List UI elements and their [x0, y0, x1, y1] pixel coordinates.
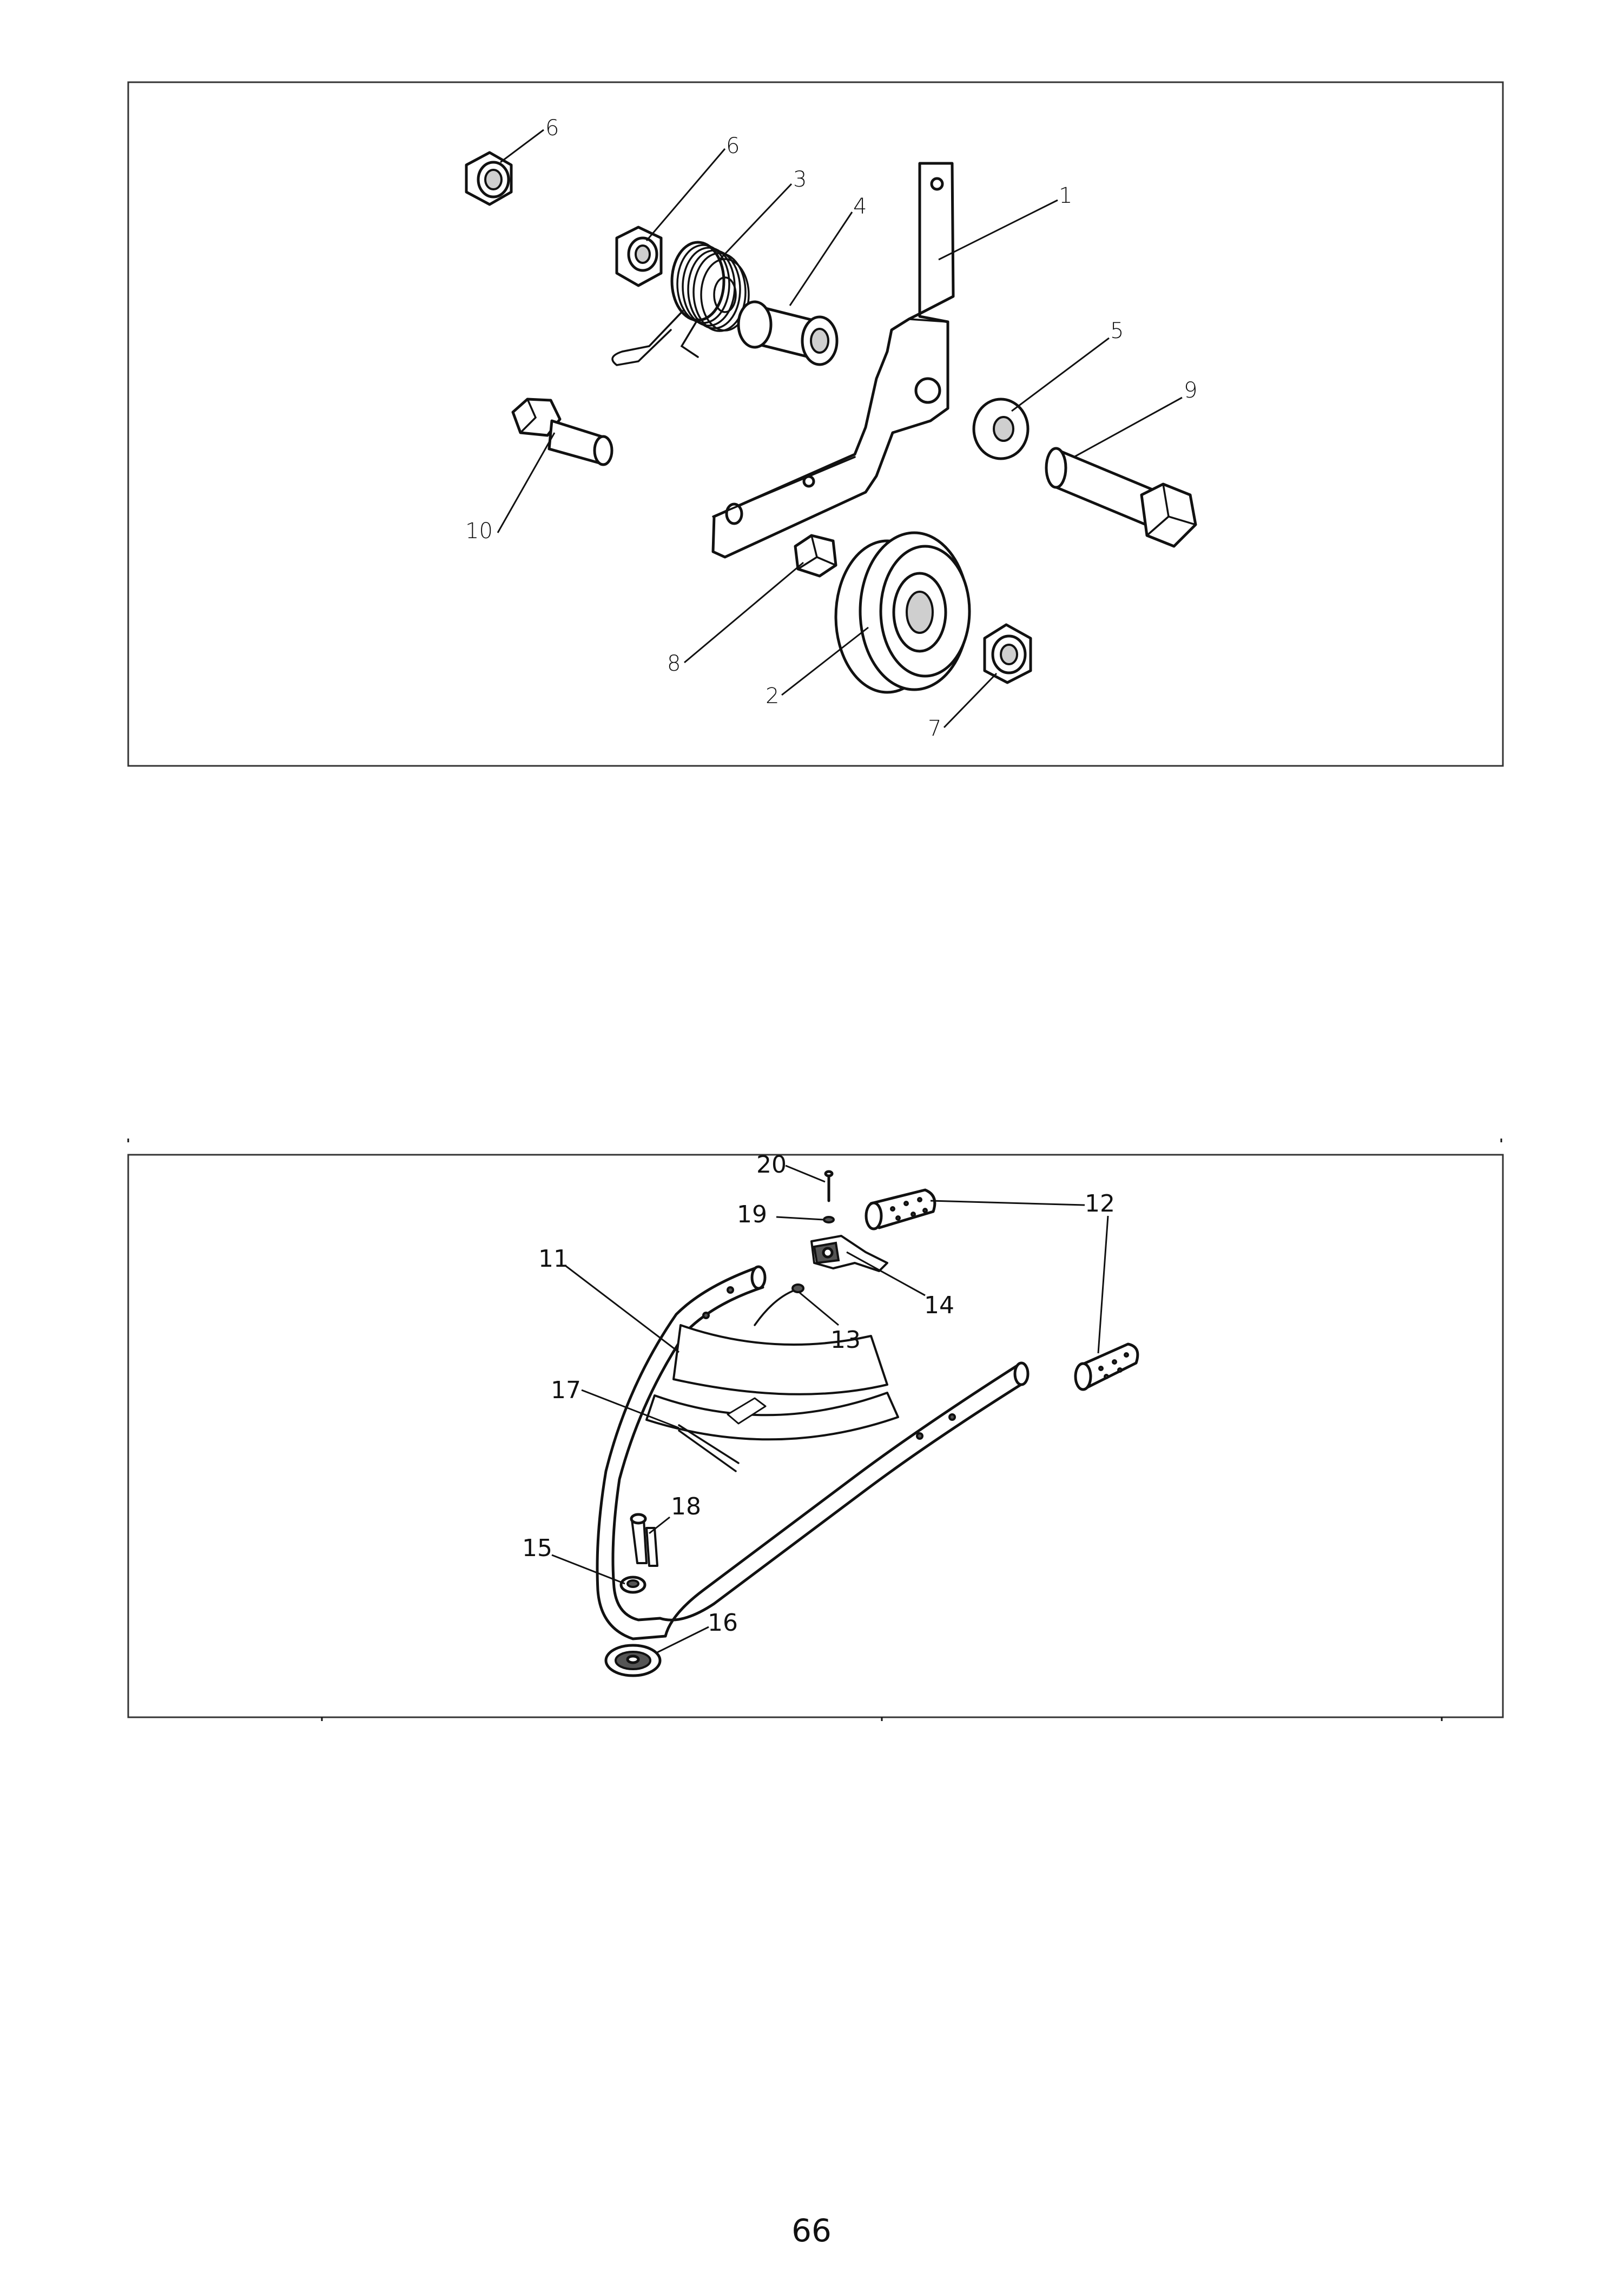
label-part-5: 5: [1110, 319, 1124, 343]
end-cap-part-16: [604, 1644, 662, 1677]
lock-nut-part-7: [983, 623, 1032, 684]
leader-lines-top: [497, 129, 1183, 729]
hex-nut-part-6b: [615, 226, 663, 287]
idler-assembly-diagram: 6 6 3 4 1 5 9 10 8 2 7: [127, 81, 1504, 767]
part-labels-bottom: 20 19 12 11 14 13 17 18 15 16: [522, 1151, 1115, 1637]
pulley-part-2: [834, 531, 971, 694]
hex-bolt-part-10: [511, 398, 613, 466]
diagram-frame-bottom: [127, 1154, 1504, 1718]
diagram-frame-top: [127, 81, 1504, 767]
idler-arm-part-1: [711, 162, 955, 559]
handlebar-frame-part-11: [596, 1265, 1030, 1640]
label-part-7: 7: [928, 716, 941, 741]
nut-part-15: [619, 1576, 646, 1594]
leader-lines-bottom: [551, 1164, 1109, 1653]
label-part-14: 14: [924, 1292, 954, 1319]
label-part-19: 19: [737, 1201, 767, 1228]
label-part-11: 11: [538, 1245, 569, 1273]
label-part-15: 15: [522, 1534, 552, 1562]
hex-nut-part-6a: [465, 151, 513, 206]
hex-bolt-part-9: [1045, 447, 1197, 548]
label-part-2: 2: [766, 684, 779, 709]
hand-grip-part-12b: [1074, 1342, 1139, 1391]
label-part-8: 8: [667, 651, 681, 676]
label-part-6b: 6: [726, 134, 740, 158]
washer-part-5: [972, 398, 1030, 460]
washer-part-19: [823, 1216, 835, 1223]
hex-nut-part-8: [794, 534, 837, 578]
screw-part-20: [824, 1170, 834, 1202]
label-part-17: 17: [551, 1377, 581, 1404]
label-part-13: 13: [830, 1326, 861, 1354]
label-part-18: 18: [671, 1493, 701, 1520]
label-part-6a: 6: [545, 116, 559, 141]
pivot-bolt-part-18: [630, 1513, 658, 1567]
hand-grip-part-12a: [865, 1188, 936, 1230]
label-part-10: 10: [465, 519, 493, 544]
label-part-20: 20: [756, 1151, 787, 1179]
torsion-spring-part-3: [611, 241, 750, 366]
label-part-16: 16: [708, 1609, 738, 1637]
cable-part-13: [754, 1283, 804, 1326]
part-labels-top: 6 6 3 4 1 5 9 10 8 2 7: [465, 116, 1197, 741]
page-number: 66: [791, 2212, 832, 2249]
label-part-4: 4: [853, 194, 867, 219]
label-part-12: 12: [1085, 1190, 1115, 1218]
handlebar-assembly-diagram: 20 19 12 11 14 13 17 18 15 16: [127, 1139, 1504, 1721]
bushing-part-4: [737, 300, 839, 366]
control-rods-part-17: [678, 1424, 740, 1472]
label-part-3: 3: [793, 167, 807, 192]
label-part-1: 1: [1059, 183, 1072, 208]
label-part-9: 9: [1184, 378, 1197, 403]
